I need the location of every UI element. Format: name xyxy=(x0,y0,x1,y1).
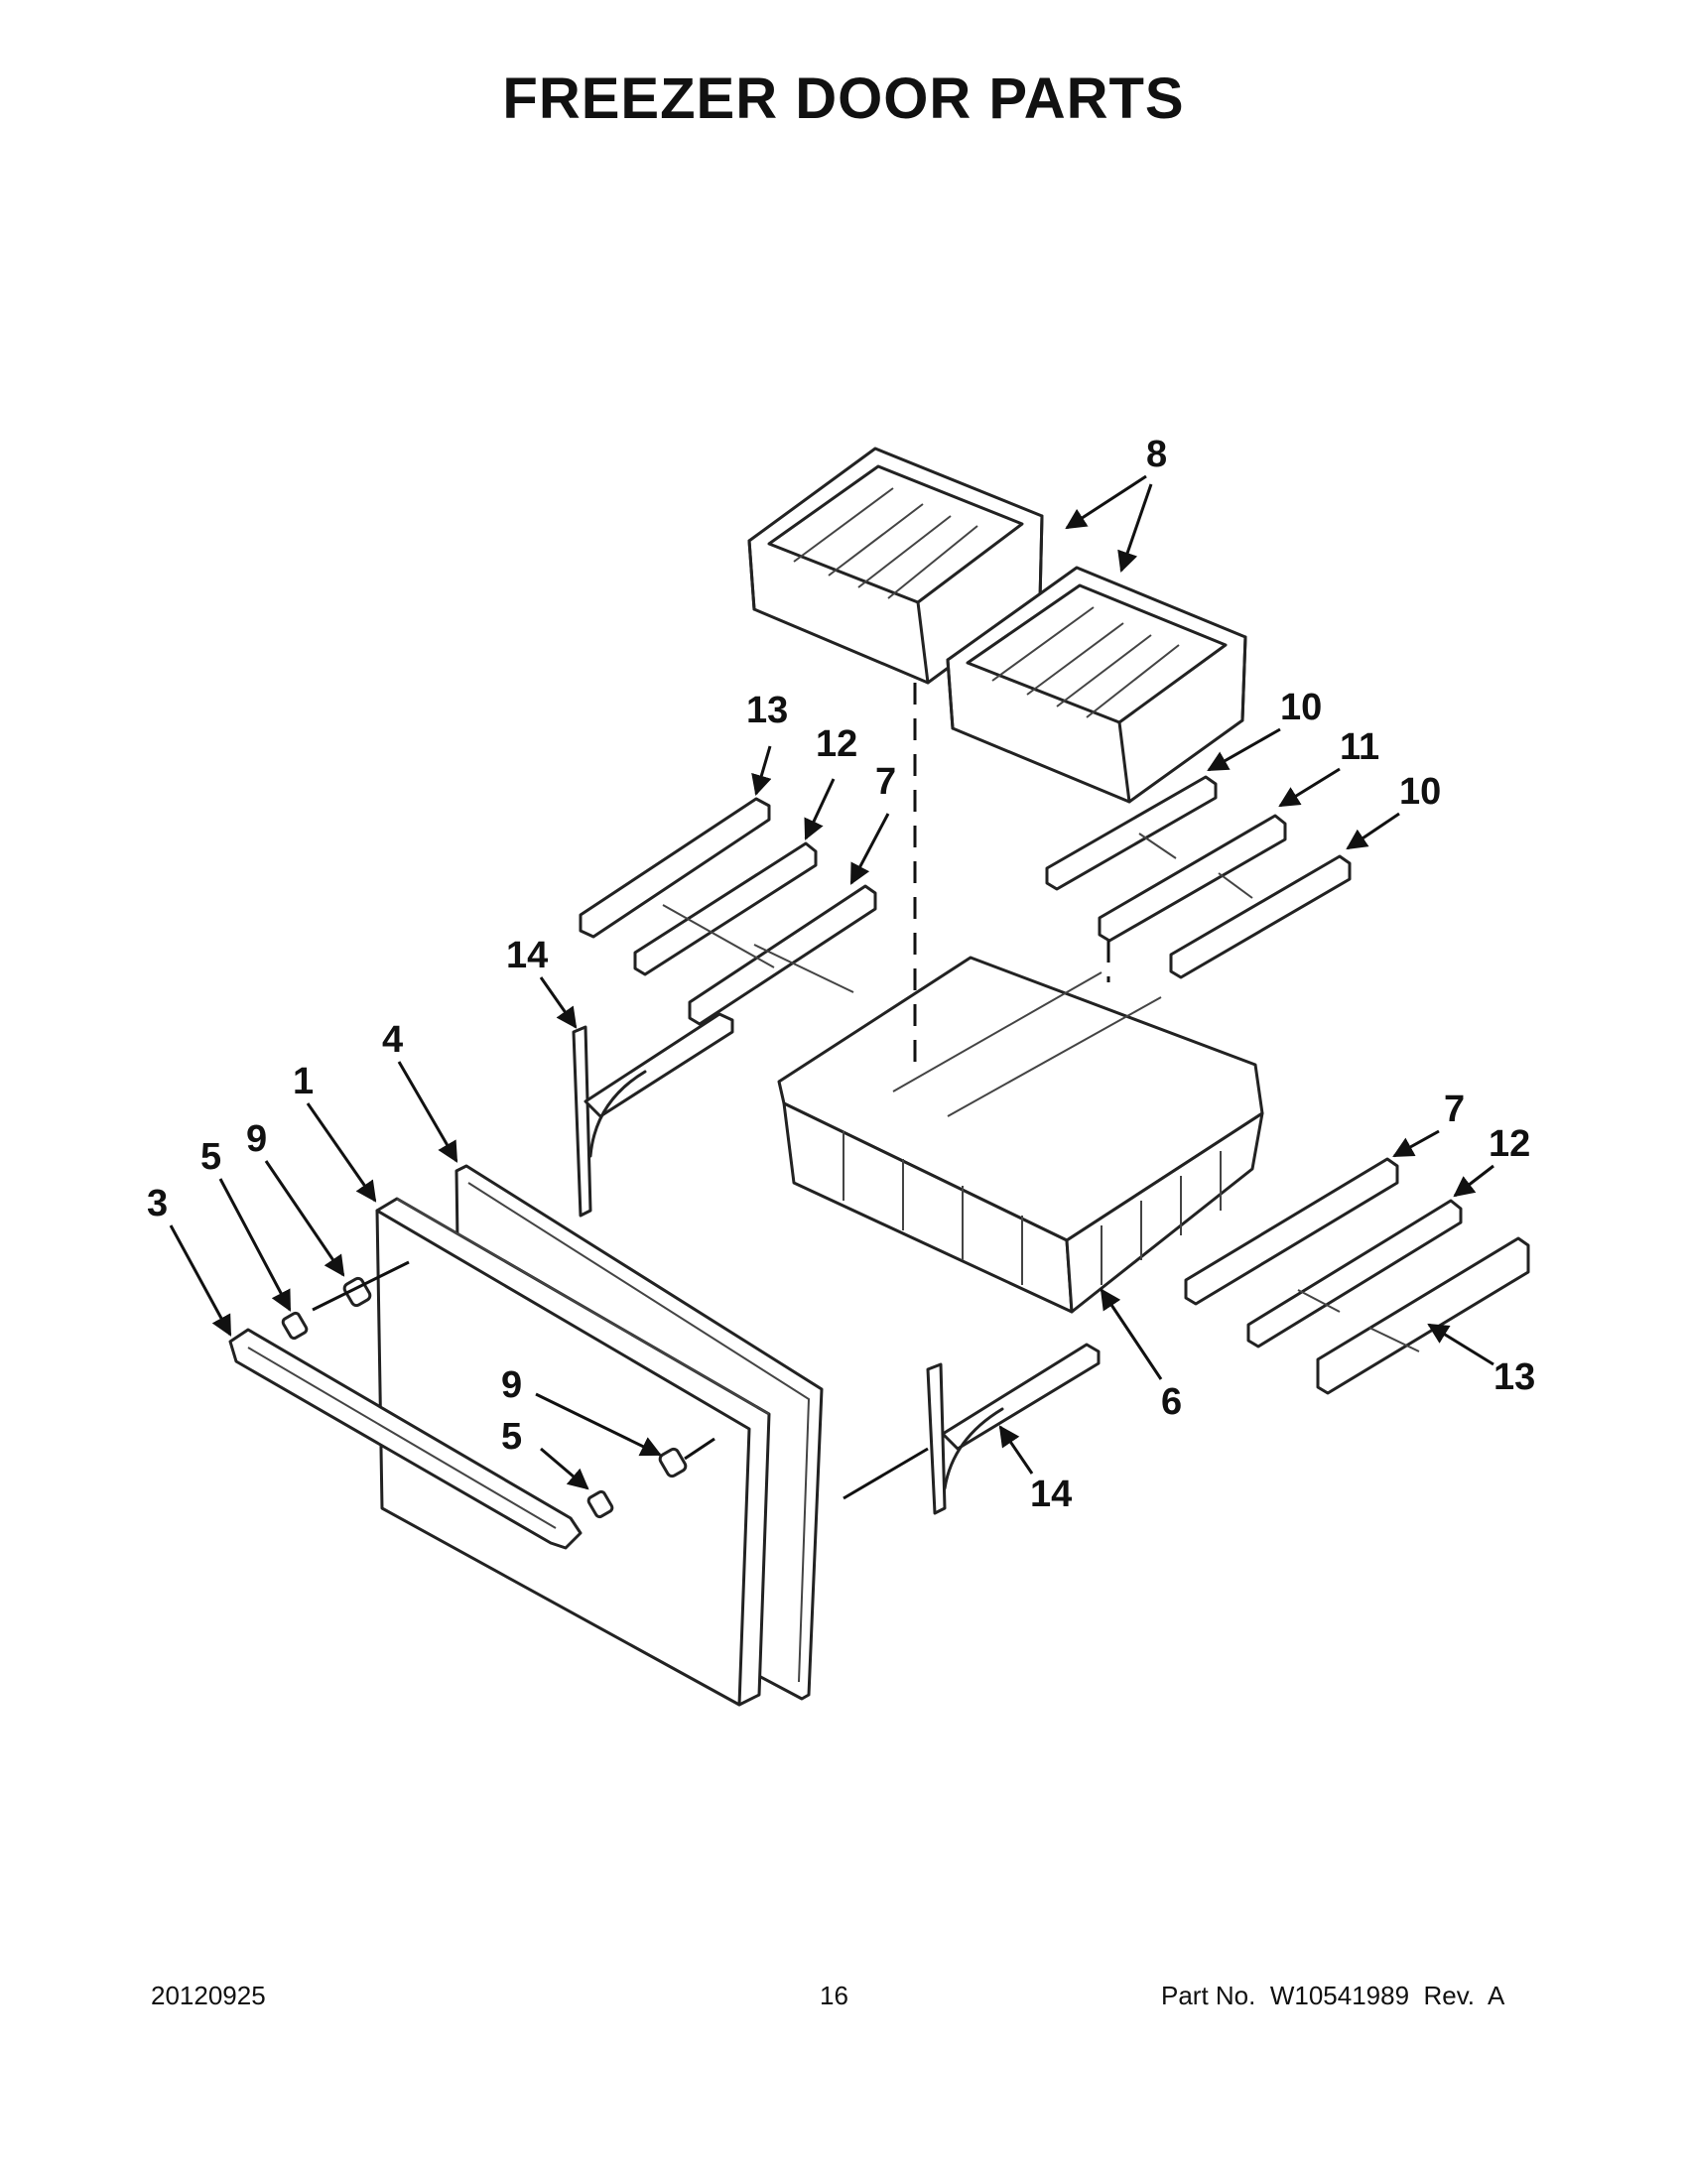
left-rail-group xyxy=(579,797,877,1026)
leader-7a xyxy=(849,813,890,885)
freezer-drawer xyxy=(777,956,1264,1314)
callout-14-upper: 14 xyxy=(506,935,548,976)
footer-part-number: Part No. W10541989 Rev. A xyxy=(1161,1981,1505,2010)
callout-14-lower: 14 xyxy=(1030,1474,1072,1515)
callout-3: 3 xyxy=(147,1183,168,1224)
leader-9a xyxy=(264,1160,345,1277)
leader-14b xyxy=(998,1425,1034,1475)
assembly-line-handle xyxy=(312,1260,410,1312)
callout-5-lower: 5 xyxy=(501,1416,522,1458)
leader-4 xyxy=(397,1061,458,1163)
leader-9b xyxy=(535,1392,662,1457)
callout-8: 8 xyxy=(1146,434,1167,475)
leader-5b xyxy=(540,1447,589,1490)
leader-12b xyxy=(1453,1164,1494,1198)
callout-12-lower: 12 xyxy=(1489,1123,1530,1165)
leader-6 xyxy=(1100,1288,1163,1380)
footer-date: 20120925 xyxy=(151,1981,266,2010)
callout-9-upper: 9 xyxy=(246,1118,267,1160)
leader-11 xyxy=(1278,767,1341,808)
callout-6: 6 xyxy=(1161,1381,1182,1423)
slide-support-lower xyxy=(926,1343,1101,1515)
handle-fasteners xyxy=(281,1276,688,1519)
leader-14a xyxy=(539,976,578,1029)
right-rail-group-upper xyxy=(1045,775,1352,979)
callout-10-upper: 10 xyxy=(1280,687,1322,728)
callout-1: 1 xyxy=(293,1061,314,1102)
leader-10b xyxy=(1346,812,1400,850)
leader-8a xyxy=(1065,474,1147,530)
footer-page-number: 16 xyxy=(820,1981,848,2010)
slide-support-upper xyxy=(572,1012,734,1218)
leader-7b xyxy=(1392,1129,1440,1158)
callout-5-upper: 5 xyxy=(200,1136,221,1178)
right-rail-group-lower xyxy=(1184,1157,1530,1395)
callout-10-lower: 10 xyxy=(1399,771,1441,813)
assembly-line-handle-2 xyxy=(684,1437,715,1461)
leader-3 xyxy=(169,1224,232,1337)
door-panel xyxy=(375,1197,771,1707)
callout-7-lower: 7 xyxy=(1444,1089,1465,1130)
callout-12-upper: 12 xyxy=(816,723,857,765)
callout-13-upper: 13 xyxy=(746,690,788,731)
leader-10a xyxy=(1207,727,1281,772)
page-title: FREEZER DOOR PARTS xyxy=(502,66,1185,131)
upper-basket-right xyxy=(946,566,1247,804)
callout-9-lower: 9 xyxy=(501,1364,522,1406)
leader-12a xyxy=(804,778,836,840)
leader-8b xyxy=(1117,483,1153,573)
leader-13b xyxy=(1427,1323,1494,1366)
leader-13a xyxy=(751,745,772,797)
leader-1 xyxy=(306,1102,377,1203)
leader-5a xyxy=(218,1178,292,1312)
callout-4: 4 xyxy=(382,1019,403,1061)
door-handle xyxy=(228,1328,583,1550)
assembly-line-door xyxy=(843,1447,929,1500)
callout-13-lower: 13 xyxy=(1493,1356,1535,1398)
callout-7-upper: 7 xyxy=(875,761,896,803)
callout-11: 11 xyxy=(1340,726,1379,768)
